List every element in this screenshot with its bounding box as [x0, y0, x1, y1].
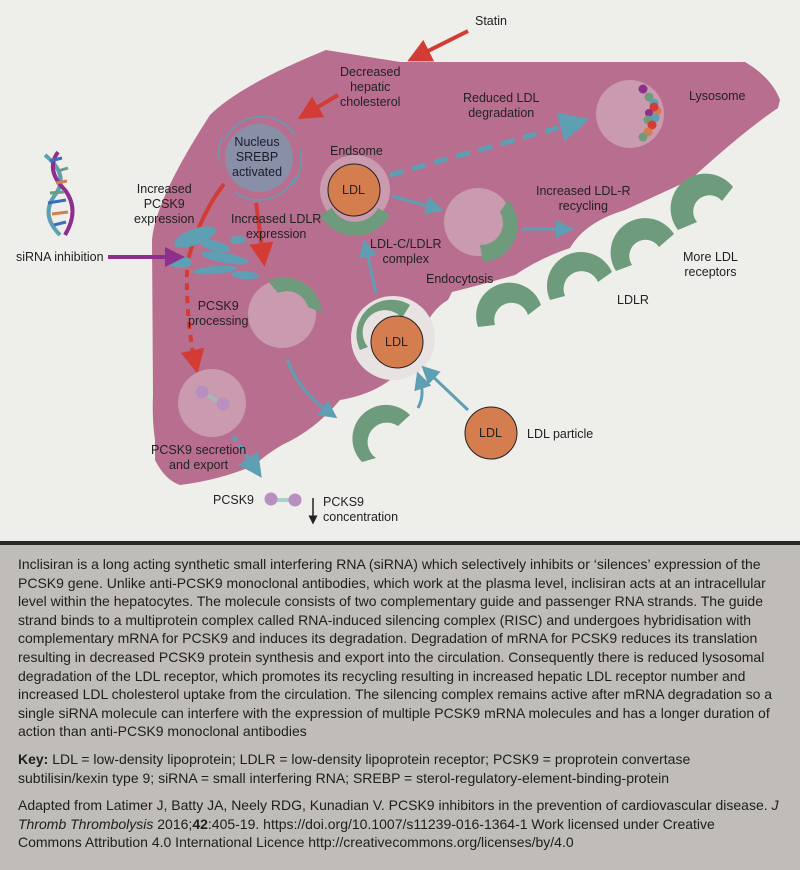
- endocytosis-ldl-label: LDL: [385, 335, 408, 349]
- ldlr-expression-arrow: [249, 202, 274, 267]
- label-ldlr: LDLR: [617, 293, 649, 307]
- endocytosis-ldl: [370, 315, 424, 369]
- lysosome-dashed-arrow: [389, 112, 590, 178]
- label-nucleus: Nucleus SREBP activated: [232, 135, 283, 179]
- label-decreased-cholesterol: Decreased hepatic cholesterol: [340, 65, 401, 109]
- label-more-ldl-receptors: More LDL receptors: [683, 250, 738, 279]
- cholesterol-arrow: [297, 93, 340, 120]
- pcsk9-molecule-icon: [264, 492, 302, 507]
- hepatocyte-cell: [152, 50, 780, 485]
- citation-suffix: :405-19. https://doi.org/10.1007/s11239-…: [18, 815, 715, 851]
- label-endosome: Endsome: [330, 144, 383, 158]
- key-label: Key:: [18, 750, 49, 767]
- ldl-particle: [464, 406, 518, 460]
- label-increased-ldlr-expression: Increased LDLR expression: [231, 212, 322, 241]
- nucleus: [225, 124, 293, 192]
- caption-citation: Adapted from Latimer J, Batty JA, Neely …: [18, 796, 782, 852]
- label-ldlc-ldlr-complex: LDL-C/LDLR complex: [370, 237, 442, 266]
- label-endocytosis: Endocytosis: [426, 272, 494, 286]
- label-pcsk9-processing: PCSK9 processing: [188, 299, 249, 328]
- caption-divider: [0, 541, 800, 545]
- caption-key: Key: LDL = low-density lipoprotein; LDLR…: [18, 750, 782, 787]
- recycling-vesicle: [444, 188, 512, 256]
- label-pcsk9-secretion: PCSK9 secretion and export: [151, 443, 247, 472]
- endosome-ldl: [327, 163, 381, 217]
- figure-caption: Inclisiran is a long acting synthetic sm…: [0, 545, 800, 870]
- diagram-canvas: [43, 29, 780, 525]
- label-reduced-ldl-degradation: Reduced LDL degradation: [463, 91, 540, 120]
- label-statin: Statin: [475, 14, 507, 28]
- sirna-helix-icon: [43, 150, 75, 237]
- processing-vesicle: [248, 280, 316, 348]
- label-sirna-inhibition: siRNA inhibition: [16, 250, 104, 264]
- key-text: LDL = low-density lipoprotein; LDLR = lo…: [18, 750, 691, 786]
- citation-prefix: Adapted from Latimer J, Batty JA, Neely …: [18, 797, 772, 814]
- label-increased-ldlr-recycling: Increased LDL-R recycling: [536, 184, 631, 213]
- label-pcks9-concentration: PCKS9 concentration: [323, 495, 399, 524]
- secretion-vesicle: [178, 369, 246, 437]
- citation-journal: J Thromb Thrombolysis: [18, 797, 779, 832]
- caption-body: Inclisiran is a long acting synthetic sm…: [18, 556, 773, 740]
- label-lysosome: Lysosome: [689, 89, 746, 103]
- pcsk9-expression-arrow: [186, 182, 226, 261]
- pcsk9-dashed-arrow: [180, 269, 205, 374]
- label-increased-pcsk9-expression: Increased PCSK9 expression: [134, 182, 195, 226]
- citation-volume: 42: [192, 815, 208, 832]
- citation-year: 2016;: [153, 815, 193, 832]
- pcsk9-mechanism-diagram: Statin Decreased hepatic cholesterol Nuc…: [16, 14, 780, 525]
- statin-arrow: [407, 29, 469, 62]
- label-ldl-particle: LDL particle: [527, 427, 594, 441]
- ldl-particle-label: LDL: [479, 426, 502, 440]
- label-pcsk9: PCSK9: [213, 493, 254, 507]
- lysosome-fragments: [638, 84, 662, 142]
- endosome-ldl-label: LDL: [342, 183, 365, 197]
- ldl-receptors: [352, 173, 733, 462]
